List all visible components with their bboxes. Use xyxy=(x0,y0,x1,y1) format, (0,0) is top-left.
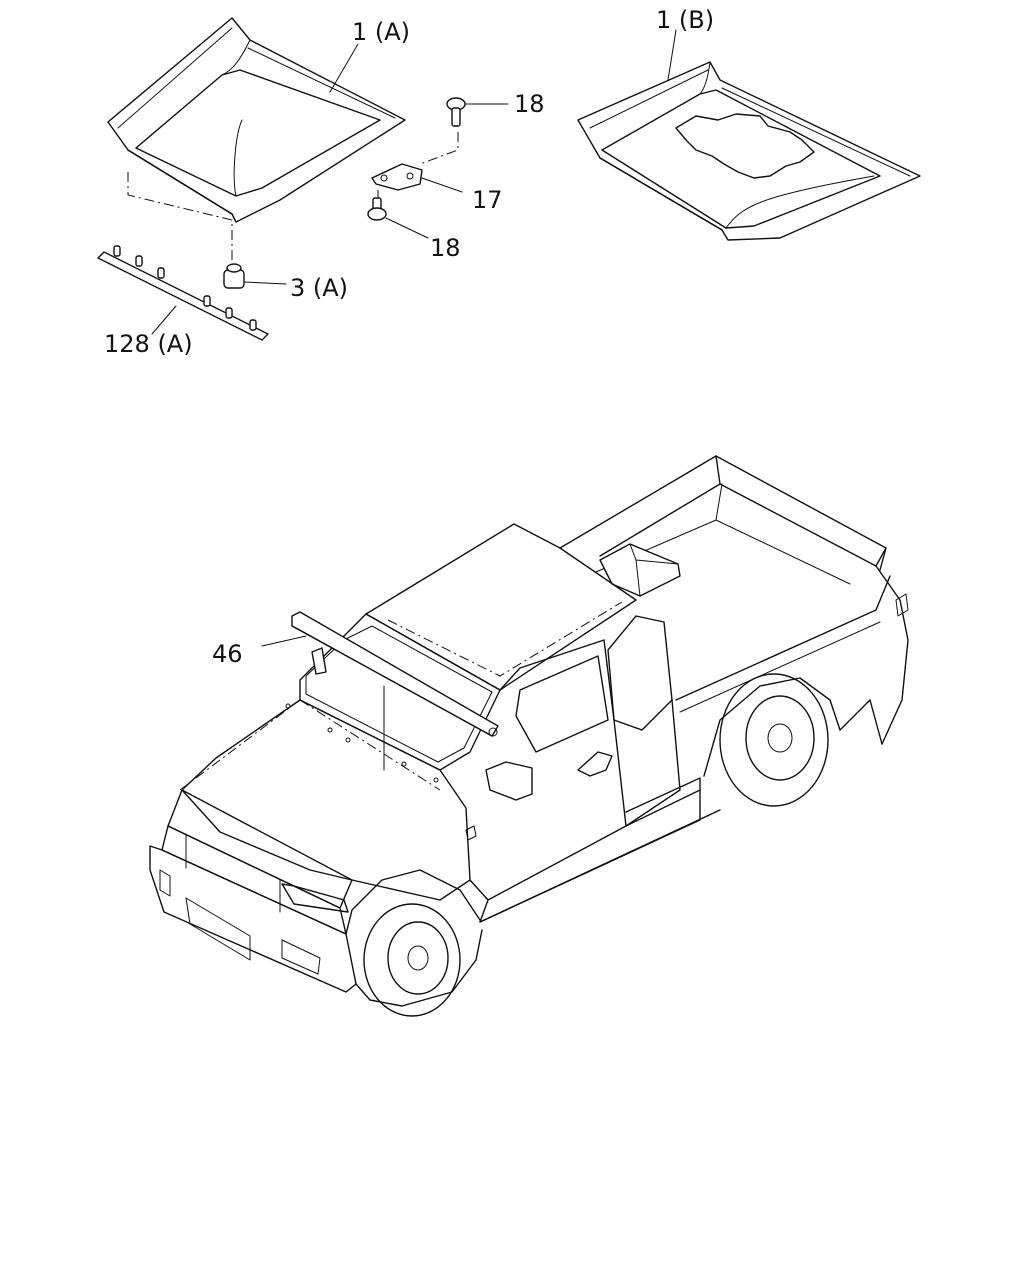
hood-a-drawing xyxy=(107,17,406,262)
label-hood-a: 1 (A) xyxy=(352,18,410,46)
deflector-leader xyxy=(261,635,307,647)
bumper-3a-part xyxy=(223,263,287,289)
label-seal-strip-128a: 128 (A) xyxy=(104,330,193,358)
label-bolt-18-top: 18 xyxy=(514,90,545,118)
seal-strip-128a-part xyxy=(97,245,269,341)
hinge-17-part xyxy=(371,163,463,204)
label-hinge-17: 17 xyxy=(472,186,503,214)
wind-deflector-46-part xyxy=(291,611,499,737)
label-bolt-18-bottom: 18 xyxy=(430,234,461,262)
bolt-18-bottom-part xyxy=(367,197,429,239)
hood-b-leader xyxy=(667,29,677,81)
label-bumper-3a: 3 (A) xyxy=(290,274,348,302)
label-hood-b: 1 (B) xyxy=(656,6,714,34)
hood-b-drawing xyxy=(577,61,921,241)
label-deflector-46: 46 xyxy=(212,640,243,668)
truck-drawing xyxy=(149,455,909,1017)
bolt-18-top-part xyxy=(419,97,509,165)
hood-a-leader xyxy=(329,43,359,93)
